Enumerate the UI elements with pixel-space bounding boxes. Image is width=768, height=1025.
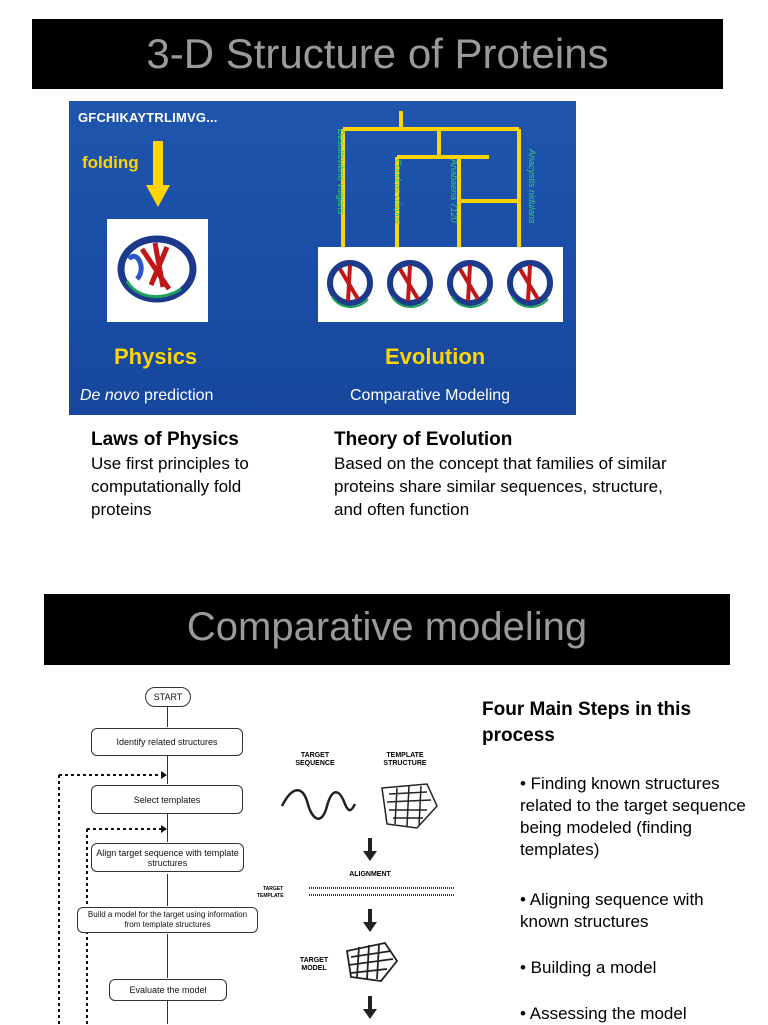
flow-connector	[167, 707, 168, 727]
species-label: Anacystis nidulans	[527, 149, 537, 224]
target-model-label: TARGET MODEL	[299, 957, 329, 972]
down-arrow-icon	[363, 909, 377, 932]
theory-of-evolution-text: Based on the concept that families of si…	[334, 454, 667, 519]
amino-acid-sequence: GFCHIKAYTRLIMVG...	[78, 110, 218, 125]
theory-of-evolution-heading: Theory of Evolution	[334, 429, 513, 450]
phylogenetic-tree-icon	[341, 111, 521, 251]
species-label: Desulfovibrio vulgaris	[336, 129, 346, 215]
flow-step-identify: Identify related structures	[91, 728, 243, 756]
protein-ribbon-icon	[447, 260, 493, 308]
species-label: Condrus crispus	[393, 159, 403, 225]
protein-ribbon-icon	[327, 260, 373, 308]
flow-connector	[167, 814, 168, 842]
protein-ribbon-icon	[117, 235, 197, 303]
physics-label: Physics	[114, 344, 198, 369]
protein-ribbon-icon	[387, 260, 433, 308]
laws-of-physics-text: Use first principles to computationally …	[91, 454, 249, 519]
step-bullet: • Finding known structures related to th…	[520, 774, 746, 859]
folding-label: folding	[82, 153, 139, 172]
de-novo-prediction-label: De novo prediction	[80, 387, 214, 404]
folded-protein-image	[107, 219, 208, 322]
flow-connector	[167, 756, 168, 784]
structure-prediction-figure: GFCHIKAYTRLIMVG... folding Desulfovibri	[69, 101, 576, 415]
flow-connector	[167, 934, 168, 978]
flow-step-evaluate: Evaluate the model	[109, 979, 227, 1001]
homolog-structures-image	[318, 247, 563, 322]
down-arrow-icon	[363, 838, 377, 861]
flow-step-select: Select templates	[91, 785, 243, 814]
step-bullet: • Building a model	[520, 958, 657, 977]
flow-step-align: Align target sequence with template stru…	[91, 843, 244, 872]
template-structure-label: TEMPLATE STRUCTURE	[383, 752, 427, 767]
slide-title-structure: 3-D Structure of Proteins	[32, 19, 723, 89]
comparative-modeling-label: Comparative Modeling	[350, 387, 511, 404]
target-sequence-label: TARGET SEQUENCE	[295, 752, 335, 767]
laws-of-physics-heading: Laws of Physics	[91, 429, 239, 450]
flow-connector	[167, 874, 168, 906]
alignment-label: ALIGNMENT	[349, 871, 391, 878]
flow-connector	[167, 1001, 168, 1024]
step-bullet: • Aligning sequence with known structure…	[520, 890, 704, 931]
step-bullet: • Assessing the model	[520, 1004, 687, 1023]
folding-arrow-icon	[146, 141, 170, 207]
species-label: Anabaena 7120	[449, 159, 459, 223]
flow-step-build: Build a model for the target using infor…	[77, 907, 258, 933]
flow-start: START	[145, 687, 191, 707]
slide-title-comparative: Comparative modeling	[44, 594, 730, 665]
alignment-template-row-label: TEMPLATE	[257, 893, 284, 899]
sequence-and-template-icons	[280, 783, 438, 829]
modeling-flowchart: START Identify related structures Select…	[57, 681, 457, 1024]
alignment-rows-icon	[309, 887, 455, 896]
protein-ribbon-icon	[507, 260, 553, 308]
four-steps-heading: Four Main Steps in this process	[482, 699, 692, 746]
alignment-target-row-label: TARGET	[263, 886, 284, 892]
target-model-icon	[345, 941, 399, 982]
evolution-label: Evolution	[385, 344, 486, 369]
down-arrow-icon	[363, 996, 377, 1019]
